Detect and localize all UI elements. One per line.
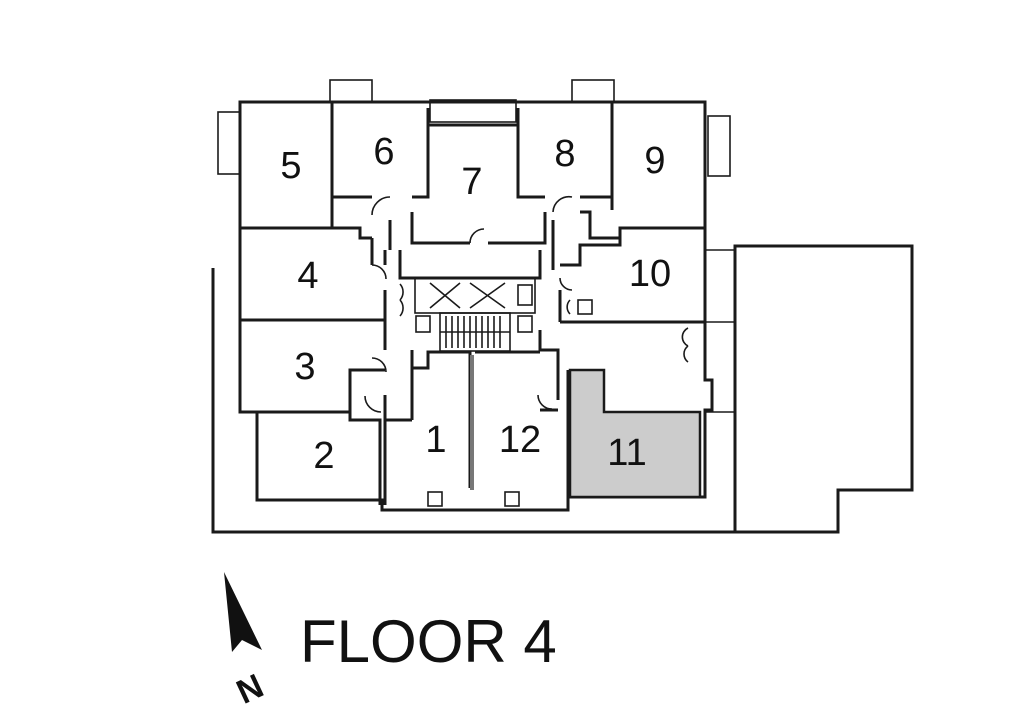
unit-12-walls (475, 350, 570, 497)
unit-3-walls (240, 320, 387, 414)
shaft (577, 299, 593, 315)
unit-7-walls (410, 123, 547, 245)
unit-5-walls (240, 102, 372, 240)
podium-outline (211, 244, 914, 534)
shaft (517, 315, 533, 333)
unit-label-2[interactable]: 2 (313, 435, 334, 477)
balcony (571, 79, 615, 103)
elevator-core (414, 277, 536, 314)
stair-treads (440, 316, 510, 348)
unit-6-walls (332, 108, 430, 199)
door-swings (364, 195, 689, 507)
unit-label-6[interactable]: 6 (373, 131, 394, 173)
unit-label-4[interactable]: 4 (297, 255, 318, 297)
unit-label-12[interactable]: 12 (499, 419, 541, 461)
unit-label-10[interactable]: 10 (629, 253, 671, 295)
terrace-outline (705, 249, 735, 413)
unit-label-3[interactable]: 3 (294, 346, 315, 388)
balcony (217, 111, 241, 175)
unit-label-8[interactable]: 8 (554, 133, 575, 175)
shaft (415, 315, 431, 333)
unit-label-11[interactable]: 11 (607, 432, 646, 474)
unit-label-7[interactable]: 7 (461, 161, 482, 203)
floor-title: FLOOR 4 (300, 608, 557, 675)
unit-label-5[interactable]: 5 (280, 145, 301, 187)
unit-label-1[interactable]: 1 (425, 419, 446, 461)
elevator-x (429, 282, 506, 309)
balcony (707, 115, 731, 177)
unit-9-walls (580, 102, 705, 240)
shaft (517, 284, 533, 306)
balcony (329, 79, 373, 103)
unit-11-highlight[interactable] (568, 368, 702, 499)
balcony (429, 99, 517, 123)
north-label: N (231, 667, 269, 712)
unit-label-9[interactable]: 9 (644, 140, 665, 182)
north-arrow-icon: N (224, 572, 269, 712)
unit-10-walls (558, 228, 705, 324)
